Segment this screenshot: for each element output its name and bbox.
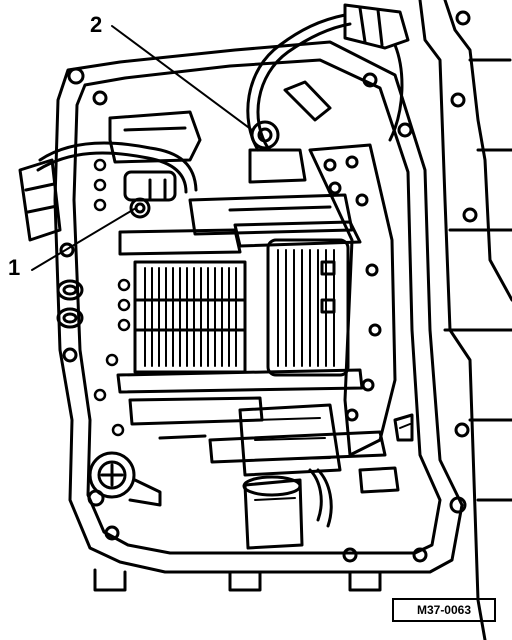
figure-reference-code: M37-0063 (392, 598, 496, 622)
selector-drum (266, 238, 350, 377)
electrical-connector-left (18, 158, 62, 242)
callout-number-2: 2 (90, 12, 103, 37)
right-lower-details (358, 413, 414, 494)
clutch-pack (133, 260, 247, 374)
lower-center-boss (242, 468, 333, 550)
pan-feet (93, 568, 382, 592)
callout-leader-1 (31, 207, 137, 271)
wiring-harness-top (246, 13, 404, 152)
casting-right-edge (418, 0, 512, 640)
sensor-connector (248, 80, 332, 184)
electrical-connector-top (343, 3, 410, 50)
drain-plug (88, 451, 162, 507)
callout-number-1: 1 (8, 255, 21, 280)
valve-body-upper-bridge (118, 193, 362, 256)
callout-leader-2 (111, 25, 253, 131)
lower-valve-assembly (158, 403, 387, 477)
wiring-harness-left (36, 141, 198, 194)
flange-bolts (59, 67, 467, 563)
valve-body-holes-left (93, 158, 131, 437)
left-bolt-stack (56, 279, 84, 329)
solenoid-valve (108, 110, 202, 219)
